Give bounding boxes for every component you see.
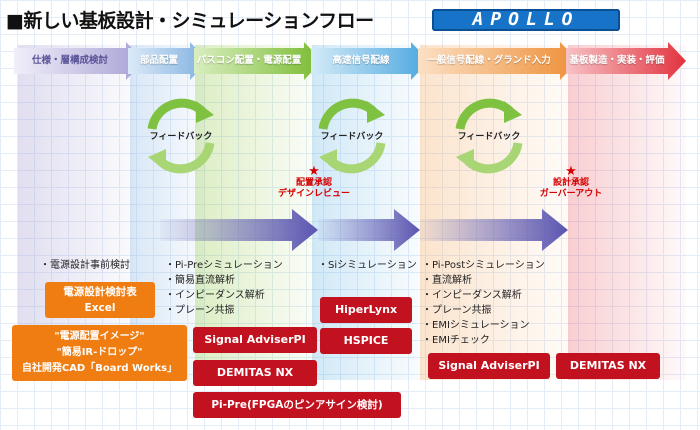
tool-demitas-2: DEMITAS NX (556, 353, 660, 379)
list-si: Siシミュレーション (318, 258, 417, 273)
phase-label-parts: 部品配置 (139, 55, 178, 66)
tool-hyperlynx: HiperLynx (320, 297, 412, 323)
tool-boardworks-line2: "簡易IR-ドロップ" (56, 347, 143, 358)
list-item: Siシミュレーション (318, 258, 417, 273)
list-item: インピーダンス解析 (165, 288, 283, 303)
page-title: ■新しい基板設計・シミュレーションフロー (6, 10, 374, 32)
tool-excel-line2: Excel (84, 302, 116, 314)
feedback-cycle-3: フィードバック (448, 95, 530, 177)
list-item: 簡易直流解析 (165, 273, 283, 288)
phase-arrow-highspeed: 高速信号配線 (311, 42, 429, 80)
feedback-cycle-1: フィードバック (140, 95, 222, 177)
phase-arrow-general: 一般信号配線・グランド入力 (418, 42, 578, 80)
list-item: インピーダンス解析 (422, 288, 545, 303)
feedback-label: フィードバック (149, 132, 213, 142)
milestone-line2: デザインレビュー (277, 189, 350, 199)
cycle-arrows-icon (318, 98, 386, 174)
sim-flow-arrow-3 (420, 209, 568, 251)
list-item: プレーン共振 (422, 303, 545, 318)
band-spec (18, 45, 133, 380)
milestone-line1: 設計承認 (552, 178, 589, 188)
phase-arrow-parts: 部品配置 (128, 42, 208, 80)
phase-arrow-spec: 仕様・層構成検討 (14, 42, 144, 80)
list-item: 電源設計事前検討 (40, 258, 130, 273)
list-item: プレーン共振 (165, 303, 283, 318)
tool-boardworks: "電源配置イメージ" "簡易IR-ドロップ" 自社開発CAD「Board Wor… (12, 325, 187, 381)
phase-arrow-decap: パスコン配置・電源配置 (194, 42, 322, 80)
feedback-cycle-2: フィードバック (311, 95, 393, 177)
star-icon: ★ (565, 164, 577, 179)
phase-label-highspeed: 高速信号配線 (332, 55, 390, 66)
tool-excel-line1: 電源設計検討表 (63, 286, 137, 298)
milestone-line2: ガーバーアウト (539, 189, 603, 199)
phase-label-decap: パスコン配置・電源配置 (196, 55, 302, 66)
cycle-arrows-icon (455, 98, 523, 174)
phase-label-general: 一般信号配線・グランド入力 (427, 55, 551, 66)
tool-excel: 電源設計検討表 Excel (45, 282, 155, 318)
list-item: EMIチェック (422, 333, 545, 348)
tool-boardworks-line3: 自社開発CAD「Board Works」 (21, 363, 178, 374)
tool-demitas-1: DEMITAS NX (193, 360, 317, 386)
star-icon: ★ (308, 164, 320, 179)
band-manufacture (568, 45, 686, 380)
tool-signal-adviser-2: Signal AdviserPI (428, 353, 550, 379)
milestone-line1: 配置承認 (295, 178, 332, 188)
list-item: Pi-Postシミュレーション (422, 258, 545, 273)
milestone-design-approval: ★ 設計承認 ガーバーアウト (521, 164, 621, 200)
list-item: EMIシミュレーション (422, 318, 545, 333)
band-highspeed (312, 45, 422, 380)
phase-arrow-manufacture: 基板製造・実装・評価 (566, 42, 686, 80)
apollo-logo: APOLLO (432, 9, 620, 31)
list-power: 電源設計事前検討 (40, 258, 130, 273)
tool-hspice: HSPICE (320, 328, 412, 354)
tool-boardworks-line1: "電源配置イメージ" (54, 331, 145, 342)
sim-flow-arrow-2 (318, 209, 420, 251)
milestone-placement-approval: ★ 配置承認 デザインレビュー (264, 164, 364, 200)
tool-signal-adviser-1: Signal AdviserPI (193, 327, 317, 353)
feedback-label: フィードバック (457, 132, 521, 142)
cycle-arrows-icon (147, 98, 215, 174)
feedback-label: フィードバック (320, 132, 384, 142)
list-item: Pi-Preシミュレーション (165, 258, 283, 273)
list-pi-pre: Pi-Preシミュレーション 簡易直流解析 インピーダンス解析 プレーン共振 (165, 258, 283, 318)
list-item: 直流解析 (422, 273, 545, 288)
tool-pi-pre-fpga: Pi-Pre(FPGAのピンアサイン検討) (193, 392, 401, 418)
sim-flow-arrow-1 (160, 209, 318, 251)
phase-label-spec: 仕様・層構成検討 (31, 55, 108, 66)
list-pi-post: Pi-Postシミュレーション 直流解析 インピーダンス解析 プレーン共振 EM… (422, 258, 545, 348)
phase-label-manufacture: 基板製造・実装・評価 (569, 55, 665, 66)
